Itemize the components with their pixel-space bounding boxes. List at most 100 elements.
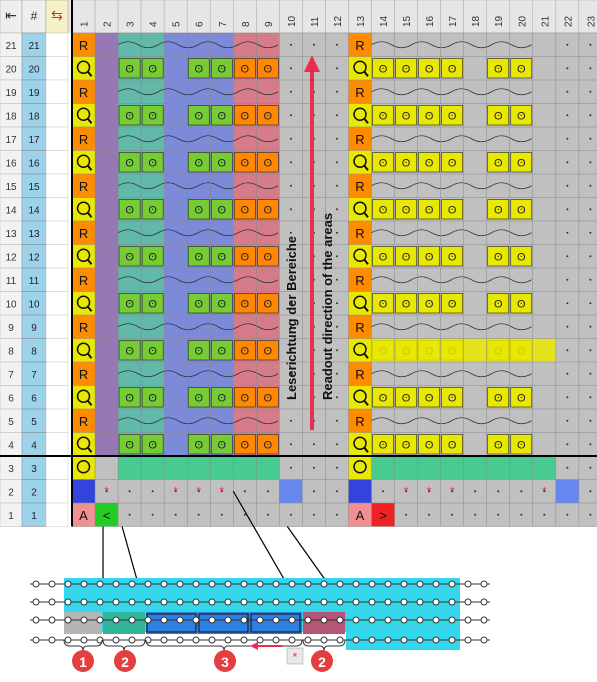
dot-mark bbox=[566, 255, 568, 257]
legend-stitch-circle bbox=[257, 617, 263, 623]
dot-mark bbox=[566, 232, 568, 234]
legend-stitch-circle bbox=[369, 617, 375, 623]
r-letter: R bbox=[355, 38, 364, 53]
drop-icon: ʘ bbox=[125, 204, 134, 216]
drop-icon: ʘ bbox=[217, 298, 226, 310]
marker-cell bbox=[348, 292, 371, 316]
dot-mark bbox=[336, 91, 338, 93]
column-number: 7 bbox=[218, 21, 229, 27]
drop-icon: ʘ bbox=[241, 63, 250, 75]
row-number: 13 bbox=[28, 229, 40, 240]
column-header-cell bbox=[118, 0, 141, 33]
dot-mark bbox=[152, 490, 154, 492]
legend-stitch-circle bbox=[97, 599, 103, 605]
dot-mark bbox=[221, 514, 223, 516]
start-arrow: < bbox=[103, 508, 111, 523]
row-blank-cell bbox=[46, 456, 68, 480]
drop-icon: ʘ bbox=[194, 204, 203, 216]
hash-label: # bbox=[31, 9, 38, 23]
drop-icon: ʘ bbox=[125, 63, 134, 75]
dot-mark bbox=[336, 255, 338, 257]
legend-stitch-circle bbox=[305, 581, 311, 587]
legend-stitch-circle bbox=[417, 617, 423, 623]
legend-stitch-circle bbox=[193, 617, 199, 623]
row-number: 20 bbox=[28, 64, 40, 75]
legend-stitch-circle bbox=[449, 581, 455, 587]
legend-stitch-circle bbox=[129, 581, 135, 587]
legend-stitch-circle bbox=[49, 637, 55, 643]
column-number: 17 bbox=[448, 15, 459, 27]
legend-stitch-circle bbox=[81, 599, 87, 605]
legend-stitch-circle bbox=[33, 617, 39, 623]
drop-icon: ʘ bbox=[379, 110, 388, 122]
dot-mark bbox=[566, 326, 568, 328]
column-number: 10 bbox=[287, 15, 298, 27]
legend-stitch-circle bbox=[257, 599, 263, 605]
drop-icon: ʘ bbox=[379, 298, 388, 310]
dot-mark bbox=[290, 232, 292, 234]
drop-icon: ʘ bbox=[402, 298, 411, 310]
drop-icon: ʘ bbox=[241, 204, 250, 216]
column-number: 20 bbox=[517, 15, 528, 27]
legend-stitch-circle bbox=[385, 599, 391, 605]
row-number: 11 bbox=[29, 276, 40, 287]
stitch-marker: * bbox=[196, 484, 201, 498]
drop-icon: ʘ bbox=[425, 439, 434, 451]
drop-icon: ʘ bbox=[494, 63, 503, 75]
drop-icon: ʘ bbox=[264, 63, 273, 75]
dot-mark bbox=[589, 373, 591, 375]
drop-icon: ʘ bbox=[264, 251, 273, 263]
collapse-icon: ⇤ bbox=[5, 7, 17, 23]
dot-mark bbox=[566, 420, 568, 422]
drop-icon: ʘ bbox=[241, 157, 250, 169]
row-number: 3 bbox=[31, 464, 37, 475]
dot-mark bbox=[129, 490, 131, 492]
legend-stitch-circle bbox=[433, 599, 439, 605]
dot-mark bbox=[290, 443, 292, 445]
r-letter: R bbox=[355, 132, 364, 147]
legend-stitch-circle bbox=[465, 581, 471, 587]
r-letter: R bbox=[79, 320, 88, 335]
row-number: 6 bbox=[31, 393, 37, 404]
legend-stitch-circle bbox=[417, 637, 423, 643]
row-blank-cell bbox=[46, 480, 68, 504]
dot-mark bbox=[336, 232, 338, 234]
drop-icon: ʘ bbox=[125, 251, 134, 263]
end-arrow: > bbox=[379, 508, 387, 523]
legend-stitch-circle bbox=[113, 599, 119, 605]
row-number: 14 bbox=[28, 205, 40, 216]
drop-icon: ʘ bbox=[194, 298, 203, 310]
dot-mark bbox=[290, 114, 292, 116]
stitch-marker: * bbox=[427, 484, 432, 498]
row-index: 5 bbox=[8, 417, 14, 428]
stitch-marker: * bbox=[219, 484, 224, 498]
dot-mark bbox=[566, 349, 568, 351]
column-number: 3 bbox=[126, 21, 137, 27]
legend-stitch-circle bbox=[113, 617, 119, 623]
dot-mark bbox=[290, 91, 292, 93]
dot-mark bbox=[589, 67, 591, 69]
dot-mark bbox=[589, 114, 591, 116]
drop-icon: ʘ bbox=[448, 251, 457, 263]
row-blank-cell bbox=[46, 386, 68, 410]
dot-mark bbox=[589, 161, 591, 163]
row-index: 19 bbox=[5, 88, 17, 99]
column-number: 9 bbox=[264, 21, 275, 27]
dot-mark bbox=[175, 514, 177, 516]
legend-stitch-circle bbox=[353, 637, 359, 643]
legend-stitch-circle bbox=[225, 617, 231, 623]
row-index: 10 bbox=[5, 299, 17, 310]
dot-mark bbox=[589, 138, 591, 140]
legend-stitch-circle bbox=[449, 637, 455, 643]
row-number: 5 bbox=[31, 417, 37, 428]
legend-stitch-circle bbox=[161, 599, 167, 605]
legend-stitch-circle bbox=[369, 637, 375, 643]
legend-stitch-circle bbox=[433, 637, 439, 643]
column-number: 5 bbox=[172, 21, 183, 27]
legend-stitch-circle bbox=[353, 599, 359, 605]
dot-mark bbox=[497, 490, 499, 492]
row-blank-cell bbox=[46, 409, 68, 433]
drop-icon: ʘ bbox=[241, 392, 250, 404]
drop-icon: ʘ bbox=[494, 204, 503, 216]
